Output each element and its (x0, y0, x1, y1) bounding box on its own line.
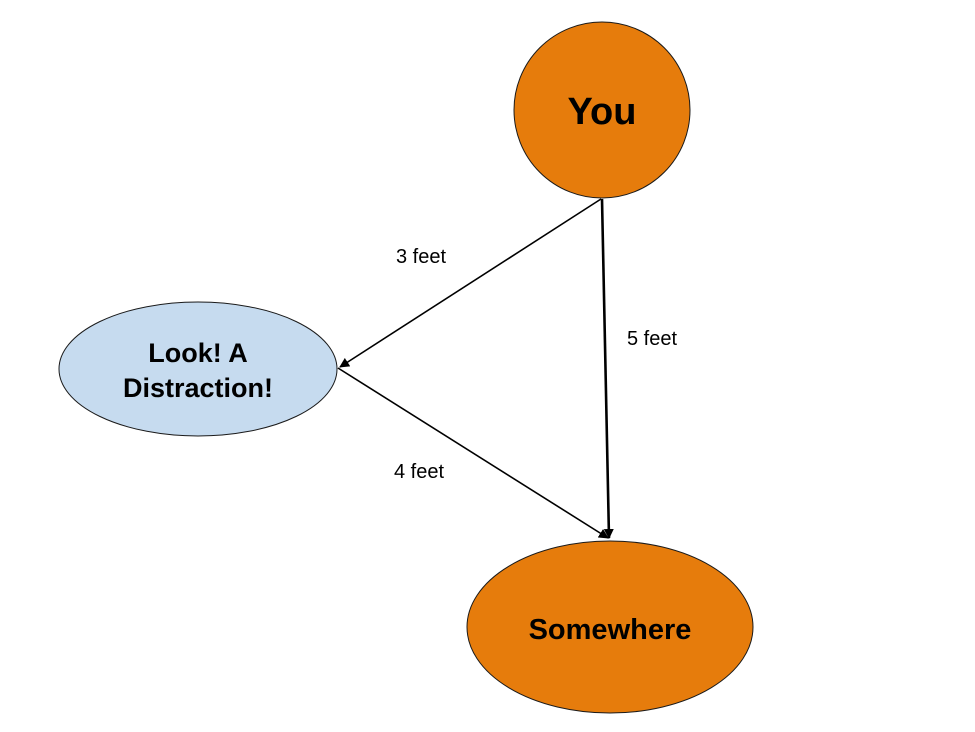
edge-you-to-distraction (339, 198, 602, 368)
node-distraction-label-line2: Distraction! (123, 373, 273, 403)
edge-label-4-feet: 4 feet (394, 461, 444, 483)
edge-label-5-feet: 5 feet (627, 328, 677, 350)
node-somewhere-label: Somewhere (529, 614, 692, 646)
node-distraction-label-line1: Look! A (148, 338, 247, 368)
edge-you-to-somewhere (600, 198, 614, 539)
node-distraction (58, 301, 338, 437)
node-you-label: You (568, 91, 637, 133)
node-somewhere (466, 540, 754, 714)
edge-distraction-to-somewhere (337, 367, 609, 539)
node-you (513, 21, 691, 199)
edge-label-3-feet: 3 feet (396, 246, 446, 268)
